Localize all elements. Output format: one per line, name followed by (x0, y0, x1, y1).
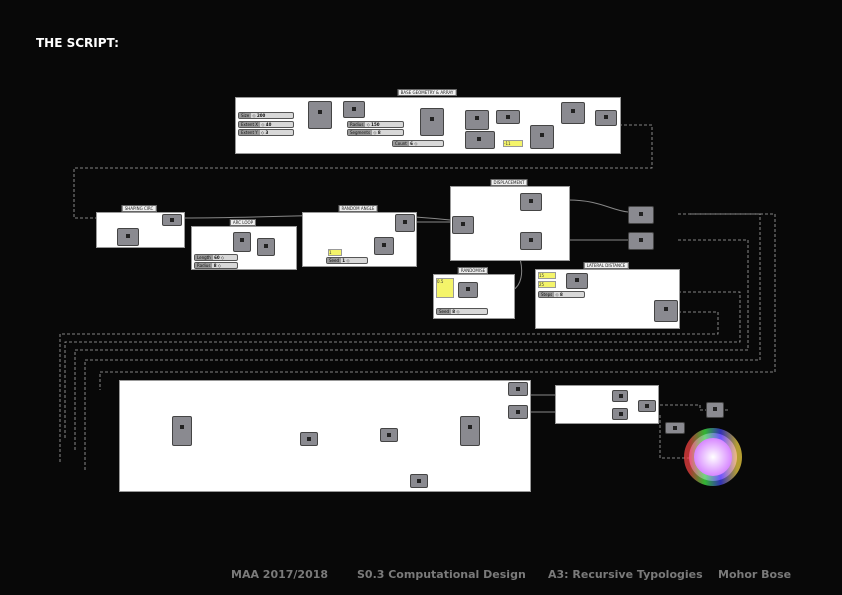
component[interactable] (665, 422, 685, 434)
component[interactable] (420, 108, 444, 136)
component[interactable] (508, 405, 528, 419)
component[interactable] (561, 102, 585, 124)
component[interactable] (395, 214, 415, 232)
component[interactable] (508, 382, 528, 396)
component[interactable] (706, 402, 724, 418)
group-title: SHAPING CIRC (121, 205, 157, 212)
group-output (555, 385, 659, 424)
wire (59, 311, 719, 462)
slider-extent-y[interactable]: Extent Y ◇ 3 (238, 129, 294, 136)
group-title: LATERAL DISTANCE (583, 262, 629, 269)
component[interactable] (465, 131, 495, 149)
component[interactable] (300, 432, 318, 446)
component[interactable] (452, 216, 474, 234)
component[interactable] (520, 193, 542, 211)
group-displacement (450, 186, 570, 261)
component[interactable] (343, 101, 365, 118)
component[interactable] (374, 237, 394, 255)
component[interactable] (654, 300, 678, 322)
slider-extent-x[interactable]: Extent X ◇ 40 (238, 121, 294, 128)
slider-seed[interactable]: Seed 1 ◇ (326, 257, 368, 264)
footer-course: S0.3 Computational Design (357, 568, 526, 581)
component[interactable] (460, 416, 480, 446)
component[interactable] (628, 232, 654, 250)
slider-segments[interactable]: Segments ◇ 8 (347, 129, 404, 136)
footer-assignment: A3: Recursive Typologies (548, 568, 703, 581)
panel[interactable]: -11 (503, 140, 523, 147)
wire (659, 415, 690, 459)
group-title: ARC LOOP (229, 219, 257, 226)
group-title: RANDOMISE (457, 267, 489, 274)
component[interactable] (496, 110, 520, 124)
slider-size[interactable]: Size ◇ 200 (238, 112, 294, 119)
component[interactable] (257, 238, 275, 256)
component[interactable] (172, 416, 192, 446)
wire (74, 239, 749, 450)
wire (99, 213, 776, 390)
component[interactable] (638, 400, 656, 412)
wire (73, 124, 653, 219)
component[interactable] (628, 206, 654, 224)
slider-radius[interactable]: Radius ◇ 150 (347, 121, 404, 128)
wire (64, 291, 741, 440)
panel[interactable]: 0.5 (436, 278, 454, 298)
panel[interactable]: 1 (328, 249, 342, 256)
component[interactable] (530, 125, 554, 149)
component[interactable] (612, 390, 628, 402)
panel[interactable]: 15 (538, 272, 556, 279)
group-title: BASE GEOMETRY & ARRAY (397, 89, 457, 96)
slider-length[interactable]: Length 60 ◇ (194, 254, 238, 261)
wire (567, 199, 629, 213)
panel[interactable]: 25 (538, 281, 556, 288)
slider-count[interactable]: Count 6 ◇ (392, 140, 444, 147)
component[interactable] (595, 110, 617, 126)
wire (84, 213, 761, 470)
component[interactable] (520, 232, 542, 250)
component[interactable] (308, 101, 332, 129)
page-title: THE SCRIPT: (36, 36, 119, 50)
component[interactable] (380, 428, 398, 442)
component[interactable] (612, 408, 628, 420)
component[interactable] (465, 110, 489, 130)
footer-program: MAA 2017/2018 (231, 568, 329, 581)
component[interactable] (117, 228, 139, 246)
group-title: DISPLACEMENT (490, 179, 528, 186)
group-title: RANDOM ANGLE (338, 205, 378, 212)
component[interactable] (566, 273, 588, 289)
component[interactable] (233, 232, 251, 252)
footer-author: Mohor Bose (718, 568, 792, 581)
slider-radius-2[interactable]: Radius 8 ◇ (194, 262, 238, 269)
component[interactable] (458, 282, 478, 298)
color-wheel (689, 433, 737, 481)
slider-seed-2[interactable]: Seed 8 ◇ (436, 308, 488, 315)
component[interactable] (410, 474, 428, 488)
component[interactable] (162, 214, 182, 226)
slider-steps[interactable]: Steps ◇ 8 (538, 291, 585, 298)
